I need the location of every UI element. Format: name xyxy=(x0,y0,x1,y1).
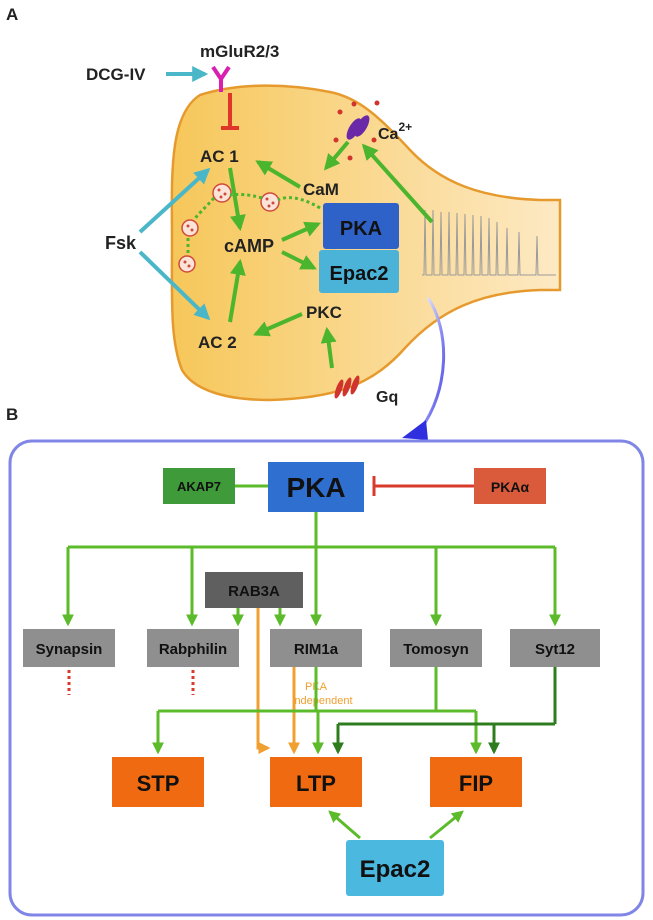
rab3a-box xyxy=(205,572,303,608)
panel-a-letter: A xyxy=(6,5,18,24)
cam-to-ac1-arrow xyxy=(255,160,302,189)
epac2-box-b xyxy=(346,840,444,896)
mglur-label: mGluR2/3 xyxy=(200,42,279,61)
ltp-box xyxy=(270,757,362,807)
zoom-curve-arrow xyxy=(418,297,446,431)
epac2-label-a: Epac2 xyxy=(330,263,389,285)
gq-label: Gq xyxy=(376,389,398,406)
epac2-to-fip-arrow xyxy=(429,810,464,840)
pka-label-a: PKA xyxy=(340,218,382,240)
camp-label: cAMP xyxy=(224,236,274,256)
fip-box xyxy=(430,757,522,807)
rabphilin-box xyxy=(147,629,239,667)
cam-label: CaM xyxy=(303,180,339,199)
tomosyn-label: Tomosyn xyxy=(403,641,469,658)
fip-label: FIP xyxy=(459,771,493,796)
ac1-to-camp-arrow xyxy=(228,167,246,232)
calcium-channel-icon xyxy=(333,100,380,161)
pka-distribution-lines xyxy=(68,512,555,549)
rab3a-label: RAB3A xyxy=(228,583,280,600)
stp-box xyxy=(112,757,204,807)
akap7-box xyxy=(163,468,235,504)
panel-b-border xyxy=(8,439,645,917)
action-potential-trace xyxy=(422,209,556,276)
panel-b-letter: B xyxy=(6,405,18,424)
pka-label-b: PKA xyxy=(286,472,345,503)
akap7-label: AKAP7 xyxy=(177,479,221,494)
rim1a-label: RIM1a xyxy=(294,641,339,658)
epac2-label-b: Epac2 xyxy=(360,856,431,883)
zoom-arrow-head xyxy=(402,420,428,440)
rabphilin-label: Rabphilin xyxy=(159,641,227,658)
pkc-label: PKC xyxy=(306,303,342,322)
mglur-receptor-icon xyxy=(211,65,231,92)
pka-independent-line2: independent xyxy=(292,695,353,707)
gq-receptor-icon xyxy=(334,375,360,399)
green-outcome-lines xyxy=(158,667,476,713)
vesicles xyxy=(178,183,280,273)
pkc-to-ac2-arrow xyxy=(253,312,303,337)
vesicle-path-dotted xyxy=(186,192,321,254)
stp-label: STP xyxy=(137,771,180,796)
camp-to-epac2-arrow xyxy=(281,250,317,270)
pka-alpha-label: PKAα xyxy=(491,479,530,495)
synapsin-label: Synapsin xyxy=(36,641,103,658)
rab3a-to-ltp-orange xyxy=(256,608,271,754)
syt12-box xyxy=(510,629,600,667)
ac1-label: AC 1 xyxy=(200,147,239,166)
syt12-dark-lines xyxy=(338,667,557,726)
epac2-to-ltp-arrow xyxy=(328,810,361,840)
rim1a-box xyxy=(270,629,362,667)
tomosyn-box xyxy=(390,629,482,667)
axon-to-ca-arrow xyxy=(361,143,434,224)
dcg-iv-label: DCG-IV xyxy=(86,65,146,84)
fsk-to-ac2-arrow xyxy=(138,250,211,321)
pka-box-a xyxy=(323,203,399,249)
fsk-to-ac1-arrow xyxy=(138,167,211,234)
ac2-label: AC 2 xyxy=(198,333,237,352)
ca-to-cam-arrow xyxy=(323,140,350,171)
ltp-label: LTP xyxy=(296,771,336,796)
synapsin-box xyxy=(23,629,115,667)
gq-to-pkc-arrow xyxy=(320,326,337,369)
pka-box-b xyxy=(268,462,364,512)
syt12-label: Syt12 xyxy=(535,641,575,658)
pka-alpha-box xyxy=(474,468,546,504)
ac2-to-camp-arrow xyxy=(228,258,246,323)
fsk-label: Fsk xyxy=(105,233,137,253)
camp-to-pka-arrow xyxy=(281,221,321,242)
epac2-box-a xyxy=(319,250,399,293)
calcium-label: Ca2+ xyxy=(378,120,412,143)
